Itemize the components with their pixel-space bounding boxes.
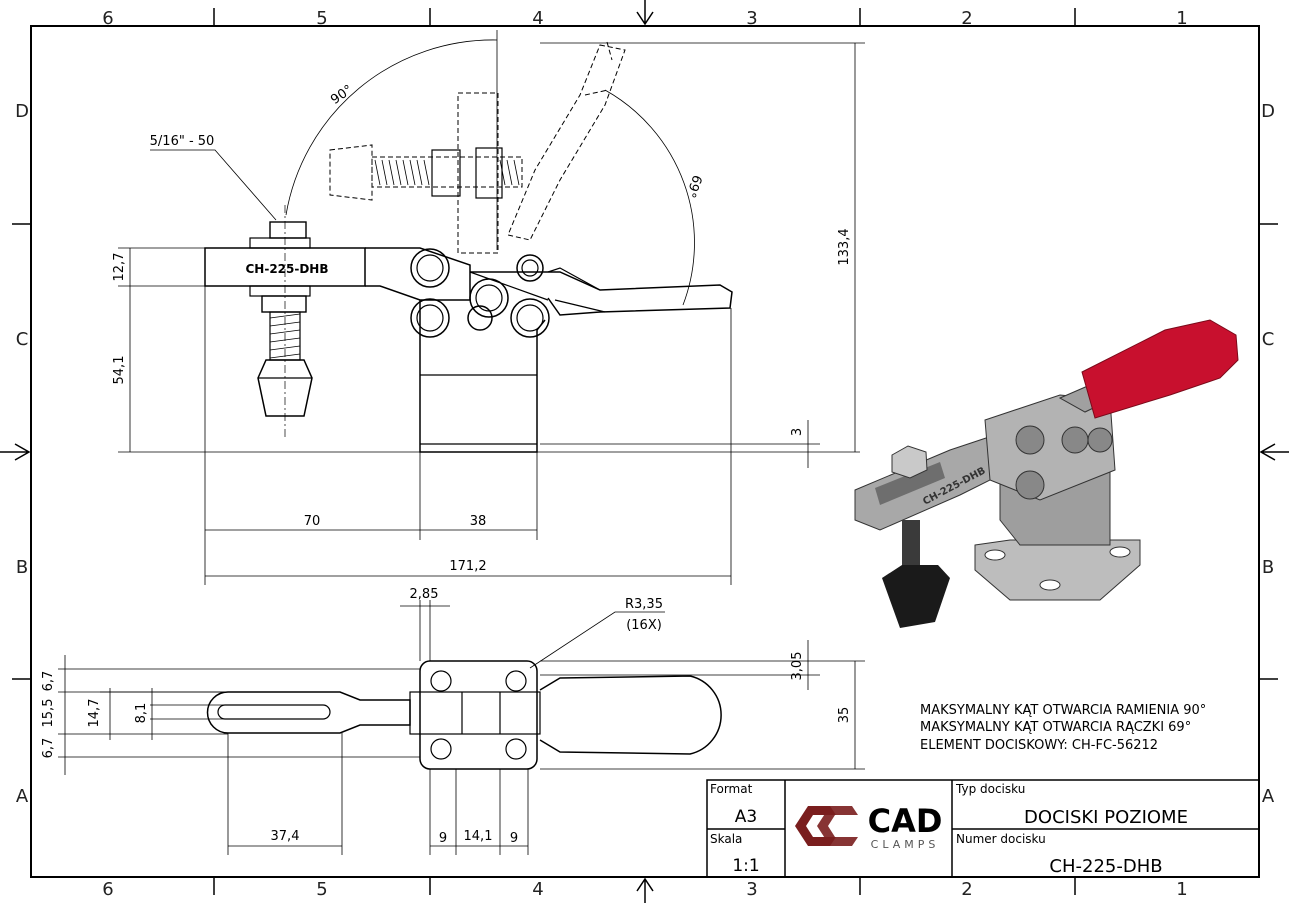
note-pressure-element: ELEMENT DOCISKOWY: CH-FC-56212 [920, 738, 1158, 753]
zone-row-c-left: C [16, 329, 29, 350]
zone-col-4-bottom: 4 [532, 879, 543, 900]
side-view [204, 41, 733, 453]
dim-hole-edge: 3,05 [790, 652, 805, 681]
zone-row-b-right: B [1262, 557, 1274, 578]
zone-row-d-left: D [15, 101, 29, 122]
zone-row-a-right: A [1262, 786, 1275, 807]
dim-handle-angle: 69° [682, 173, 704, 200]
logo-sub-text: CLAMPS [871, 838, 940, 851]
part-engraving-label: CH-225-DHB [245, 262, 328, 276]
zone-row-d-right: D [1261, 101, 1275, 122]
zone-row-c-right: C [1262, 329, 1275, 350]
dim-width-outer: 15,5 [41, 699, 56, 728]
side-dimensions [118, 30, 865, 585]
dim-base-offset: 3 [790, 428, 805, 436]
scale-label: Skala [710, 832, 742, 846]
zone-col-1-bottom: 1 [1176, 879, 1187, 900]
number-label: Numer docisku [956, 832, 1046, 846]
note-handle-angle: MAKSYMALNY KĄT OTWARCIA RĄCZKI 69° [920, 720, 1191, 735]
zone-col-2-bottom: 2 [961, 879, 972, 900]
dim-width-arm: 14,7 [87, 699, 102, 728]
dim-arm-angle: 90° [328, 82, 355, 108]
dim-total-length: 171,2 [449, 559, 486, 574]
dim-hole-spacing-b: 9 [510, 831, 518, 846]
cad-clamps-logo: CAD CLAMPS [795, 802, 942, 851]
zone-col-2-top: 2 [961, 8, 972, 29]
zone-col-6-top: 6 [102, 8, 113, 29]
logo-main-text: CAD [868, 802, 943, 840]
dim-hole-spacing-mid: 14,1 [464, 829, 493, 844]
dim-radius-count: (16X) [626, 618, 662, 633]
dim-slot-length: 37,4 [271, 829, 300, 844]
top-view [58, 600, 865, 855]
dim-thread: 5/16" - 50 [150, 134, 215, 149]
zone-row-b-left: B [16, 557, 28, 578]
number-value: CH-225-DHB [1049, 856, 1162, 877]
notes: MAKSYMALNY KĄT OTWARCIA RAMIENIA 90° MAK… [920, 703, 1206, 753]
dim-radius: R3,35 [625, 597, 663, 612]
type-label: Typ docisku [955, 782, 1025, 796]
zone-row-a-left: A [16, 786, 29, 807]
type-value: DOCISKI POZIOME [1024, 807, 1188, 828]
zone-col-3-bottom: 3 [746, 879, 757, 900]
title-block [706, 779, 1260, 878]
zone-col-5-top: 5 [316, 8, 327, 29]
dim-total-height: 133,4 [837, 228, 852, 265]
dim-base-length: 38 [470, 514, 487, 529]
format-value: A3 [735, 807, 757, 827]
dim-length-front: 70 [304, 514, 321, 529]
scale-value: 1:1 [732, 856, 759, 876]
clamp-3d-render [854, 319, 1239, 628]
dim-slot-width: 8,1 [134, 703, 149, 724]
zone-col-3-top: 3 [746, 8, 757, 29]
zone-col-5-bottom: 5 [316, 879, 327, 900]
note-arm-angle: MAKSYMALNY KĄT OTWARCIA RAMIENIA 90° [920, 703, 1206, 718]
dim-hole-offset: 2,85 [410, 587, 439, 602]
dim-base-width: 35 [837, 707, 852, 724]
zone-col-6-bottom: 6 [102, 879, 113, 900]
zone-col-4-top: 4 [532, 8, 543, 29]
dim-arm-thickness: 12,7 [112, 253, 127, 282]
open-position-ghost [329, 41, 626, 254]
dim-edge-top: 6,7 [41, 671, 56, 692]
dim-hole-spacing-a: 9 [439, 831, 447, 846]
dim-spindle-height: 54,1 [112, 356, 127, 385]
dim-edge-bottom: 6,7 [41, 738, 56, 759]
zone-col-1-top: 1 [1176, 8, 1187, 29]
zone-labels: 6 5 4 3 2 1 6 5 4 3 2 1 D C B A D C B A [15, 8, 1275, 900]
format-label: Format [710, 782, 753, 796]
